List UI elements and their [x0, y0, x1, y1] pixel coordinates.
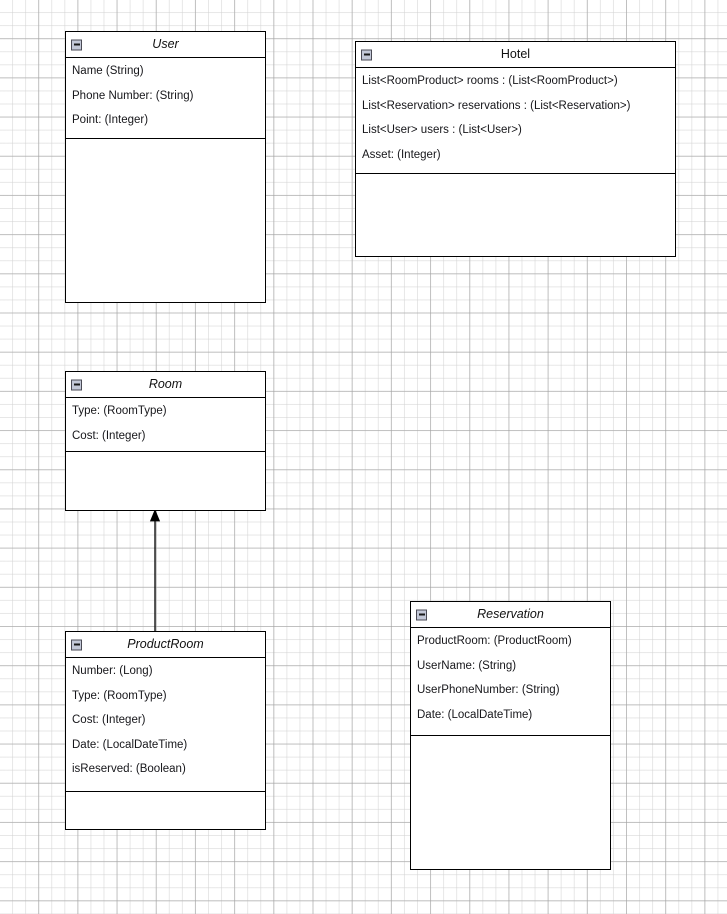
uml-attributes-reservation: ProductRoom: (ProductRoom) UserName: (St… [411, 628, 610, 736]
generalization-arrowhead-icon [149, 508, 161, 522]
minus-box-icon[interactable] [416, 609, 427, 620]
uml-methods-reservation [411, 736, 610, 869]
uml-class-reservation[interactable]: Reservation ProductRoom: (ProductRoom) U… [410, 601, 611, 870]
uml-attribute: List<User> users : (List<User>) [362, 124, 522, 136]
uml-class-user[interactable]: User Name (String) Phone Number: (String… [65, 31, 266, 303]
uml-class-header-room: Room [66, 372, 265, 398]
generalization-productroom-to-room [149, 508, 161, 631]
uml-methods-room [66, 452, 265, 510]
uml-attribute: Cost: (Integer) [72, 714, 146, 726]
uml-attribute: Name (String) [72, 65, 144, 77]
uml-class-room[interactable]: Room Type: (RoomType) Cost: (Integer) [65, 371, 266, 511]
uml-class-title-room: Room [148, 377, 183, 392]
uml-attribute: Type: (RoomType) [72, 405, 167, 417]
uml-class-hotel[interactable]: Hotel List<RoomProduct> rooms : (List<Ro… [355, 41, 676, 257]
uml-attribute: List<RoomProduct> rooms : (List<RoomProd… [362, 75, 618, 87]
uml-attribute: Date: (LocalDateTime) [417, 708, 533, 721]
uml-attribute: Asset: (Integer) [362, 148, 441, 161]
uml-attribute: Phone Number: (String) [72, 89, 194, 102]
uml-attribute: Cost: (Integer) [72, 429, 146, 442]
minus-box-icon[interactable] [71, 379, 82, 390]
uml-attributes-productroom: Number: (Long) Type: (RoomType) Cost: (I… [66, 658, 265, 792]
uml-class-title-hotel: Hotel [500, 47, 531, 62]
uml-attribute: Type: (RoomType) [72, 689, 167, 702]
uml-attributes-room: Type: (RoomType) Cost: (Integer) [66, 398, 265, 452]
uml-attribute: UserPhoneNumber: (String) [417, 684, 560, 696]
uml-methods-user [66, 139, 265, 302]
uml-attribute: ProductRoom: (ProductRoom) [417, 635, 572, 647]
uml-attribute: List<Reservation> reservations : (List<R… [362, 99, 631, 112]
uml-attributes-hotel: List<RoomProduct> rooms : (List<RoomProd… [356, 68, 675, 174]
uml-class-header-reservation: Reservation [411, 602, 610, 628]
uml-attribute: Date: (LocalDateTime) [72, 738, 188, 751]
uml-class-header-hotel: Hotel [356, 42, 675, 68]
uml-attribute: Point: (Integer) [72, 114, 149, 126]
minus-box-icon[interactable] [71, 639, 82, 650]
uml-attribute: Number: (Long) [72, 665, 153, 677]
uml-methods-hotel [356, 174, 675, 256]
uml-class-header-user: User [66, 32, 265, 58]
uml-class-title-user: User [152, 37, 179, 52]
uml-attributes-user: Name (String) Phone Number: (String) Poi… [66, 58, 265, 139]
uml-class-title-productroom: ProductRoom [127, 637, 204, 652]
minus-box-icon[interactable] [71, 39, 82, 50]
minus-box-icon[interactable] [361, 49, 372, 60]
uml-attribute: isReserved: (Boolean) [72, 763, 186, 775]
uml-methods-productroom [66, 792, 265, 829]
uml-class-header-productroom: ProductRoom [66, 632, 265, 658]
uml-class-productroom[interactable]: ProductRoom Number: (Long) Type: (RoomTy… [65, 631, 266, 830]
uml-attribute: UserName: (String) [417, 659, 517, 672]
uml-class-title-reservation: Reservation [477, 607, 544, 622]
